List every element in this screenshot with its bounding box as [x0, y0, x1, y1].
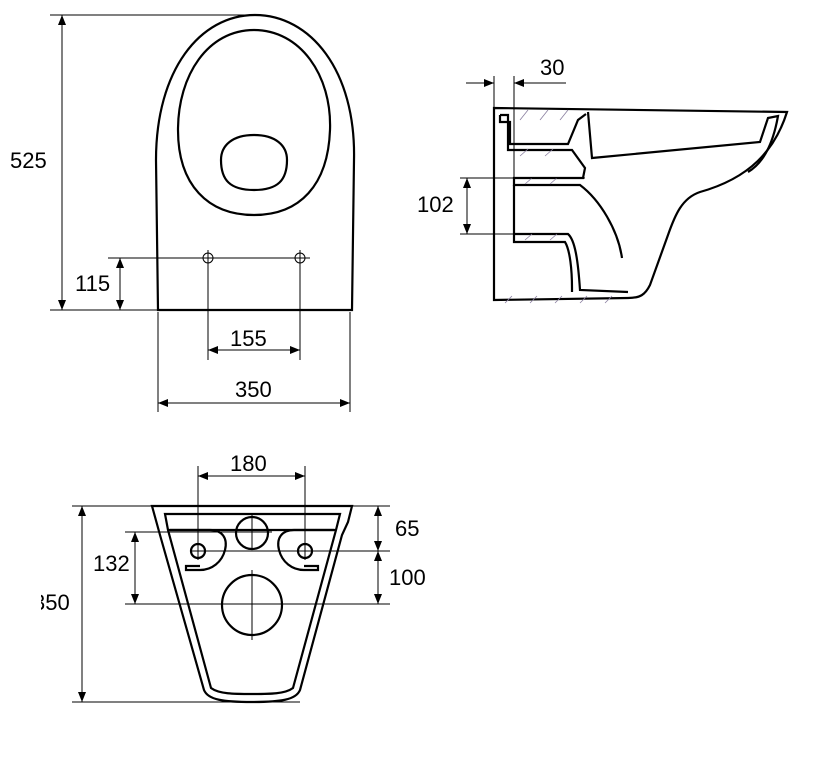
dim-label-132: 132 [93, 551, 130, 576]
dim-label-102: 102 [417, 192, 454, 217]
front-outline [154, 13, 356, 312]
bracket-left [170, 528, 227, 572]
dim-label-30: 30 [540, 55, 564, 80]
dim-label-350-width: 350 [235, 377, 272, 402]
side-outline [492, 106, 789, 302]
rear-view: 180 65 100 132 350 [33, 451, 426, 704]
bowl-hole [219, 133, 289, 192]
bracket-right [277, 528, 334, 572]
section-hatching [504, 109, 613, 304]
flush-channel [500, 113, 624, 259]
dim-label-65: 65 [395, 516, 419, 541]
dim-label-350-height: 350 [33, 590, 70, 615]
seat-opening [176, 28, 332, 217]
front-view: 525 115 155 350 [10, 13, 356, 412]
rear-inner-outline [163, 512, 342, 696]
upper-chamber [498, 113, 587, 146]
dim-label-525: 525 [10, 148, 47, 173]
outlet-channel [512, 185, 629, 294]
rim [586, 111, 780, 173]
dim-label-100: 100 [389, 565, 426, 590]
side-view: 30 102 [417, 55, 789, 304]
dim-label-155: 155 [230, 326, 267, 351]
dim-label-180: 180 [230, 451, 267, 476]
dim-label-115: 115 [75, 271, 110, 296]
